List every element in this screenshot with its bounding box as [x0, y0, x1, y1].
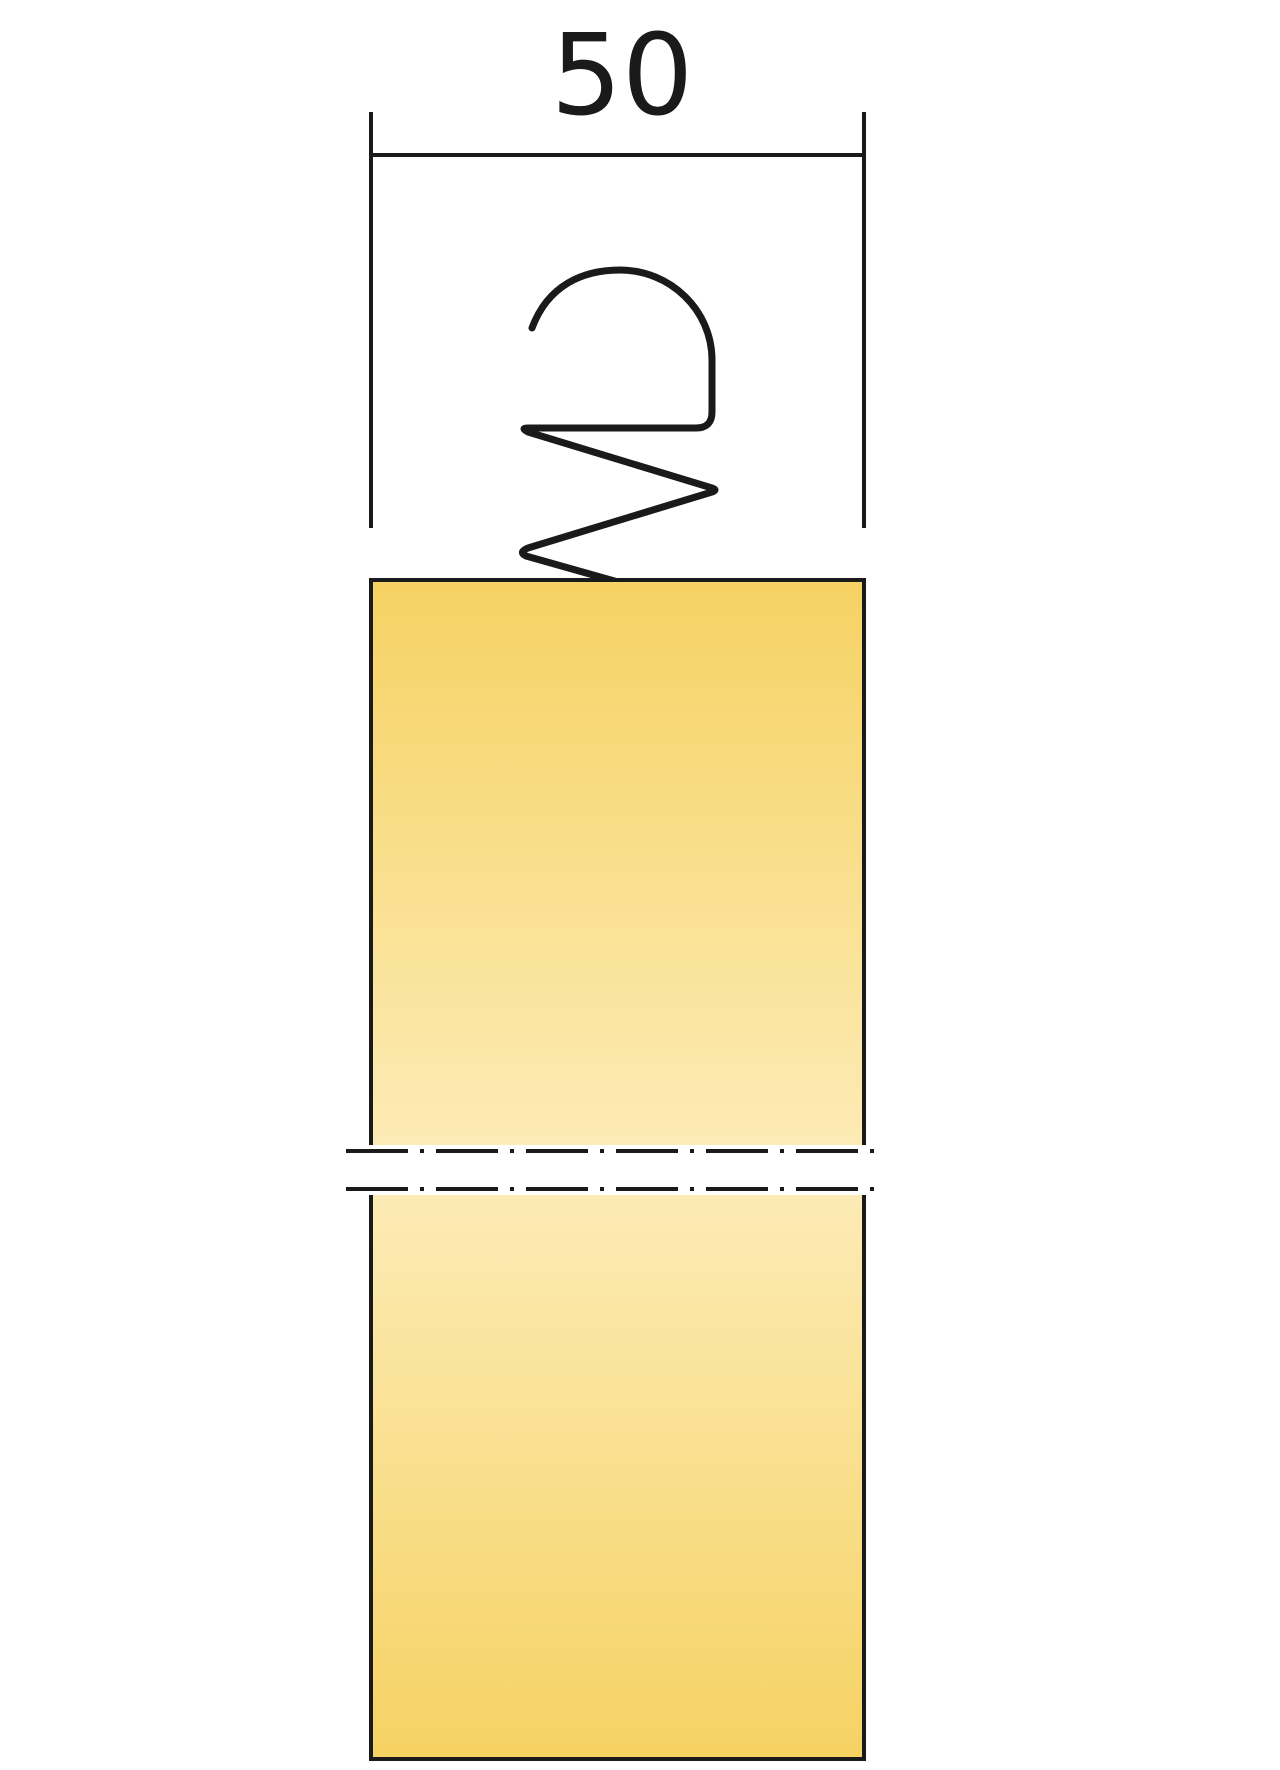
board-upper-section	[369, 578, 866, 1145]
dimension-value: 50	[551, 11, 694, 141]
board-lower-section	[369, 1195, 866, 1761]
clip-profile	[519, 266, 719, 586]
dimension-annotation: 50	[369, 11, 866, 528]
break-lines	[346, 1149, 884, 1191]
